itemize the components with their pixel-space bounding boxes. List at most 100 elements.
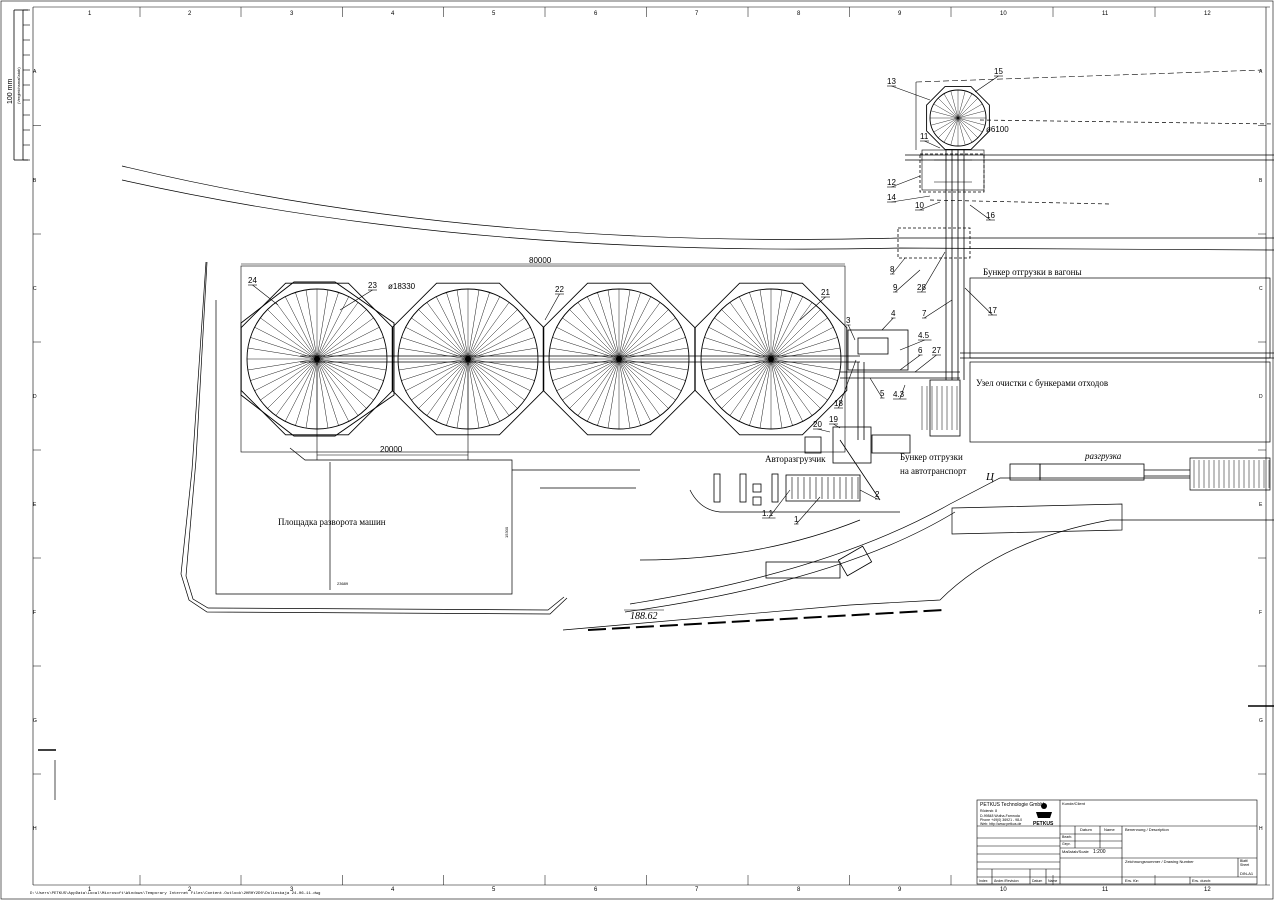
callout-number: 14 xyxy=(887,193,896,202)
callout-number: 21 xyxy=(821,288,830,297)
column-label: 12 xyxy=(1204,887,1211,893)
silo-ray xyxy=(250,337,318,360)
column-label: 1 xyxy=(88,887,92,893)
callout-number: 1 xyxy=(794,515,799,524)
silo-ray xyxy=(569,309,620,360)
silo-ray xyxy=(467,358,538,371)
silo-ray xyxy=(316,292,339,360)
column-label: 2 xyxy=(188,11,192,17)
silo-ray xyxy=(618,358,686,381)
callout-leader xyxy=(544,293,560,321)
silo-ray xyxy=(770,358,838,381)
silo-ray xyxy=(770,302,813,360)
row-label: F xyxy=(33,610,36,616)
callout-leader xyxy=(924,299,953,319)
column-label: 10 xyxy=(1000,887,1007,893)
tb-replaced-by-label: Ers. durch: xyxy=(1192,878,1211,883)
column-label: 3 xyxy=(290,11,294,17)
silo-ray xyxy=(597,358,620,426)
silo-ray xyxy=(704,358,772,381)
tb-company: PETKUS Technologie GmbH xyxy=(980,802,1044,808)
label-rail-bunker: Бункер отгрузки в вагоны xyxy=(983,267,1082,277)
callout-number: 2 xyxy=(875,490,880,499)
silo-ray xyxy=(714,358,772,401)
callout-leader xyxy=(833,423,841,429)
silo-ray xyxy=(721,358,772,409)
silo-ray xyxy=(586,296,620,360)
column-label: 4 xyxy=(391,11,395,17)
label-truck-unloader: Авторазгрузчик xyxy=(765,454,826,464)
railway-tracks xyxy=(121,119,1274,359)
receiving-ray xyxy=(957,98,978,119)
silo-ray xyxy=(316,358,380,392)
callout-leader xyxy=(799,296,826,321)
callout-leader xyxy=(891,195,931,203)
silo-ray xyxy=(316,358,350,422)
callout-leader xyxy=(768,489,791,519)
callout-number: 23 xyxy=(368,281,377,290)
silo-ray xyxy=(305,358,318,429)
rail-unloading-hatch xyxy=(1193,460,1270,488)
svg-text:PETKUS: PETKUS xyxy=(1033,821,1054,827)
silo-ray xyxy=(467,296,501,360)
row-label: E xyxy=(1259,502,1263,508)
silo-ray xyxy=(770,358,841,371)
column-label: 4 xyxy=(391,887,395,893)
silo-ray xyxy=(267,309,318,360)
silo-ray xyxy=(467,317,525,360)
silo-ray xyxy=(569,358,620,409)
row-label: H xyxy=(1259,826,1263,832)
silo-ray xyxy=(618,296,652,360)
tb-sheet-label-1: Blatt/ xyxy=(1240,859,1248,863)
column-label: 5 xyxy=(492,11,496,17)
silo-ray xyxy=(275,358,318,416)
silo-ray xyxy=(316,326,380,360)
silo-ray xyxy=(401,358,469,381)
callout-number: 16 xyxy=(986,211,995,220)
silo-ray xyxy=(708,326,772,360)
silo-ray xyxy=(556,326,620,360)
silo-center xyxy=(616,356,622,362)
callout-number: 27 xyxy=(932,346,941,355)
silo-ray xyxy=(738,296,772,360)
callout-leader xyxy=(891,175,921,188)
silo-ray xyxy=(305,289,318,360)
silo-ray xyxy=(411,358,469,401)
callout-number: 7 xyxy=(922,309,927,318)
label-turnaround: Площадка разворота машин xyxy=(278,517,386,527)
silo-ray xyxy=(597,292,620,360)
column-label: 7 xyxy=(695,887,699,893)
silo-octagon xyxy=(542,282,696,436)
silo-ray xyxy=(618,337,686,360)
column-label: 1 xyxy=(88,11,92,17)
label-truck-bunker-2: на автотранспорт xyxy=(900,466,966,476)
silo-ray xyxy=(316,358,339,426)
silo-ray xyxy=(467,358,531,392)
callout-number: 4 xyxy=(891,309,896,318)
callout-number: 1.1 xyxy=(762,509,774,518)
dimension-total-length: 80000 xyxy=(529,256,552,265)
column-label: 11 xyxy=(1102,11,1109,17)
callout-leader xyxy=(838,359,857,409)
silo-ray xyxy=(770,326,834,360)
silo xyxy=(542,282,696,436)
callout-leader xyxy=(891,85,931,101)
silo-ray xyxy=(618,358,682,392)
receiving-octagon xyxy=(926,86,990,150)
receiving-ray xyxy=(957,103,983,119)
silo-ray xyxy=(467,358,490,426)
silo-ray xyxy=(250,358,318,381)
callout-number: 11 xyxy=(920,132,929,141)
tb-designation-label: Benennung / Description xyxy=(1125,827,1169,832)
callout-leader xyxy=(899,339,925,351)
truck-intake-grid xyxy=(791,477,859,499)
callout-leader xyxy=(796,496,821,525)
callout-leader xyxy=(969,204,991,221)
silo-octagon xyxy=(240,282,394,436)
silo-ray xyxy=(275,302,318,360)
silo-ray xyxy=(426,358,469,416)
tb-name-label: Name xyxy=(1104,827,1115,832)
callout-number: 9 xyxy=(893,283,898,292)
silo-ray xyxy=(770,358,821,409)
